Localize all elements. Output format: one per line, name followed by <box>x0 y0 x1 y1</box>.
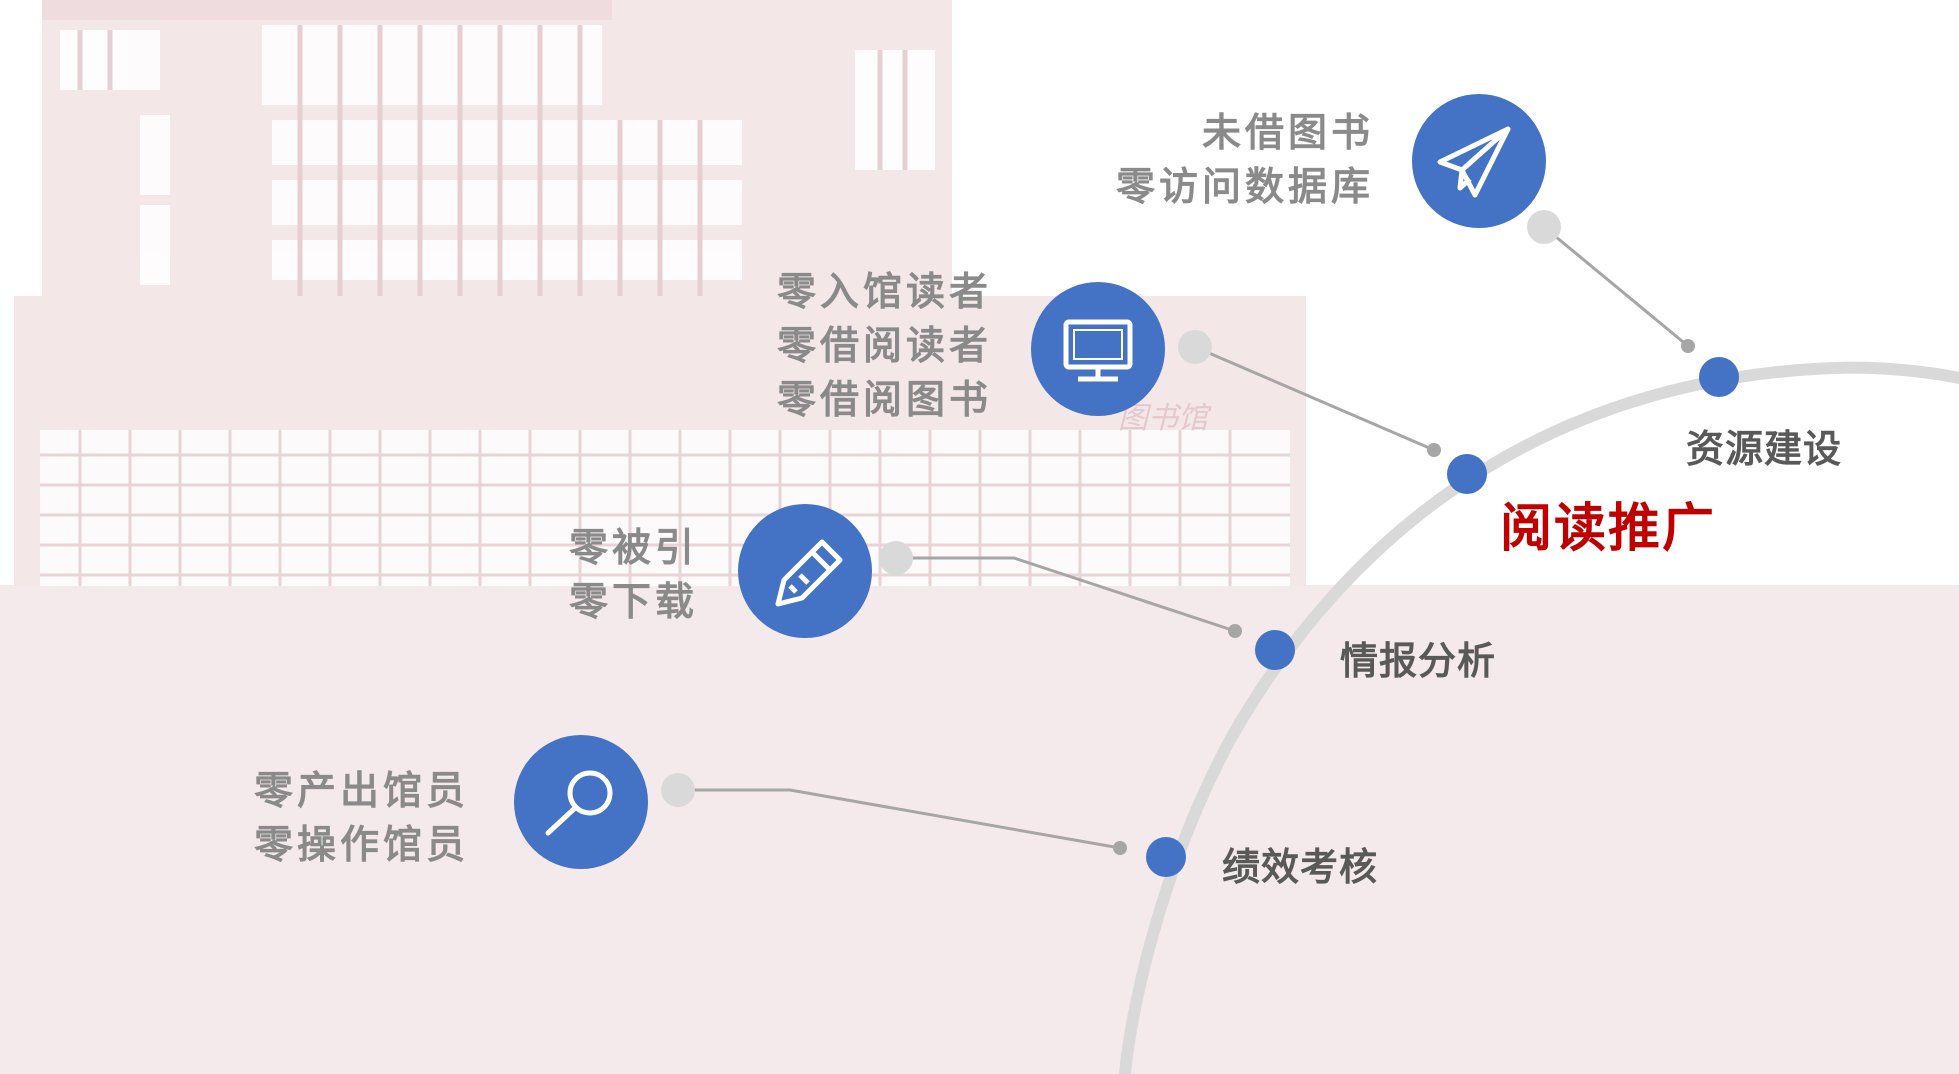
connector-end-dot <box>1427 443 1441 457</box>
text-line: 零访问数据库 <box>1115 164 1374 210</box>
node-label-resource-building: 资源建设 <box>1686 426 1843 471</box>
magnifier-badge <box>514 735 648 869</box>
connector-start-dot <box>1527 210 1561 244</box>
assessment-issues-text: 零产出馆员 零操作馆员 <box>254 764 469 872</box>
connector-start-dot <box>661 773 695 807</box>
node-dot-reading-promotion <box>1447 454 1487 494</box>
node-dot-resource-building <box>1699 357 1739 397</box>
text-line: 零借阅读者 <box>776 323 992 369</box>
node-dot-performance-assessment <box>1146 837 1186 877</box>
text-line: 零入馆读者 <box>776 269 992 315</box>
connector-start-dot <box>1178 330 1212 364</box>
magnifier-icon <box>545 770 613 836</box>
arc-nodes <box>1146 357 1739 877</box>
connector-line <box>678 788 1121 850</box>
main-arc <box>1119 361 1959 1074</box>
monitor-icon <box>1063 319 1133 382</box>
paper-plane-badge <box>1412 94 1546 228</box>
connector-line <box>896 556 1236 633</box>
paper-plane-icon <box>1437 126 1511 198</box>
node-label-reading-promotion: 阅读推广 <box>1500 498 1717 559</box>
pencil-icon <box>775 539 843 607</box>
text-line: 零操作馆员 <box>253 822 469 868</box>
monitor-badge <box>1031 282 1165 416</box>
text-line: 零下载 <box>569 579 699 625</box>
connector-line <box>1194 345 1435 452</box>
pencil-badge <box>738 504 872 638</box>
text-line: 零被引 <box>569 525 699 571</box>
library-sign-text: 图书馆 <box>1118 401 1212 436</box>
text-line: 零借阅图书 <box>776 377 992 423</box>
connectors <box>678 225 1689 850</box>
node-label-intelligence-analysis: 情报分析 <box>1340 638 1497 683</box>
connector-line <box>1543 225 1689 348</box>
text-line: 零产出馆员 <box>253 768 469 814</box>
node-dot-intelligence-analysis <box>1255 630 1295 670</box>
connector-end-dot <box>1113 841 1127 855</box>
connector-ends <box>661 210 1695 855</box>
connector-end-dot <box>1228 624 1242 638</box>
text-line: 未借图书 <box>1201 110 1374 156</box>
reading-issues-text: 零入馆读者 零借阅读者 零借阅图书 <box>777 265 992 427</box>
connector-start-dot <box>879 541 913 575</box>
analysis-issues-text: 零被引 零下载 <box>569 521 698 629</box>
node-label-performance-assessment: 绩效考核 <box>1222 844 1379 889</box>
connector-end-dot <box>1681 339 1695 353</box>
resource-issues-text: 未借图书 零访问数据库 <box>1116 106 1374 214</box>
